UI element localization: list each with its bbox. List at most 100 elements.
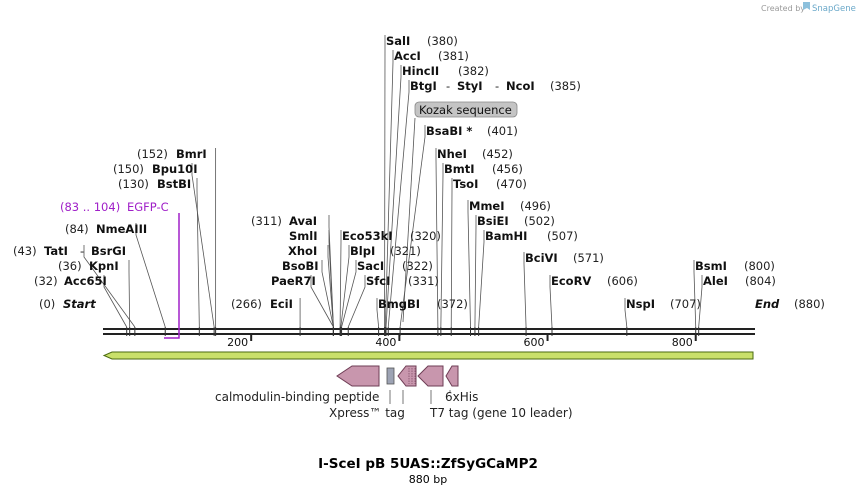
site-nspi-position: (707) xyxy=(670,297,701,311)
site-tati-position: (43) xyxy=(13,244,37,258)
cut-site-ticks xyxy=(126,327,700,336)
site-ecii-position: (266) xyxy=(231,297,262,311)
site-btgi-extra-0[interactable]: StyI xyxy=(457,79,483,93)
site-leader-lines xyxy=(83,35,703,328)
feature-box[interactable] xyxy=(386,367,395,385)
site-blpi-name[interactable]: BlpI xyxy=(350,244,375,258)
egfp-c-range[interactable]: (83 .. 104) xyxy=(60,200,120,214)
site-nhei-position: (452) xyxy=(482,147,513,161)
site-kpni-position: (36) xyxy=(58,259,82,273)
end-label: End xyxy=(755,297,780,311)
egfp-c-marker[interactable] xyxy=(164,213,180,339)
site-acc65i-position: (32) xyxy=(34,274,58,288)
site-tati-leader xyxy=(83,245,136,328)
site-bcivi-name[interactable]: BciVI xyxy=(525,251,558,265)
site-saci-position: (322) xyxy=(402,259,433,273)
site-bsobi-leader xyxy=(321,260,334,328)
site-bpu10i-leader xyxy=(191,163,215,328)
site-acc65i-leader xyxy=(103,275,128,328)
site-sali-position: (380) xyxy=(427,34,458,48)
calmodulin-binding-peptide-arrow[interactable] xyxy=(336,365,380,387)
site-saci-leader xyxy=(341,260,357,328)
start-position: (0) xyxy=(39,297,55,311)
site-hincii-position: (382) xyxy=(458,64,489,78)
site-separator: - xyxy=(80,244,84,258)
site-bsabi-name[interactable]: BsaBI * xyxy=(426,124,472,138)
site-bamhi-name[interactable]: BamHI xyxy=(485,229,527,243)
site-bmgbi-leader xyxy=(376,298,380,328)
site-eco53ki-position: (320) xyxy=(410,229,441,243)
t7-tag-label[interactable]: T7 tag (gene 10 leader) xyxy=(429,406,573,420)
site-xhoi-name[interactable]: XhoI xyxy=(288,244,317,258)
site-acci-leader xyxy=(384,50,394,328)
sequence-length: 880 bp xyxy=(409,473,447,486)
site-nhei-leader xyxy=(435,148,439,328)
site-tsoi-name[interactable]: TsoI xyxy=(453,177,478,191)
kozak-sequence-label: Kozak sequence xyxy=(419,103,512,117)
t7-tag-arrow[interactable] xyxy=(417,365,444,387)
site-bsobi-name[interactable]: BsoBI xyxy=(282,259,319,273)
site-bsiei-name[interactable]: BsiEI xyxy=(477,214,509,228)
site-saci-name[interactable]: SacI xyxy=(357,259,384,273)
site-bcivi-leader xyxy=(523,252,527,328)
site-nhei-name[interactable]: NheI xyxy=(437,147,467,161)
scale-tick-label: 800 xyxy=(672,336,693,349)
backbone xyxy=(103,328,755,335)
site-bamhi-position: (507) xyxy=(547,229,578,243)
site-bsmi-name[interactable]: BsmI xyxy=(695,259,727,273)
site-bmti-name[interactable]: BmtI xyxy=(444,162,475,176)
scale-tick-label: 600 xyxy=(524,336,545,349)
site-tati-name[interactable]: TatI xyxy=(44,244,68,258)
site-bmti-leader xyxy=(440,163,444,328)
6xhis-label[interactable]: 6xHis xyxy=(445,390,478,404)
site-sfci-position: (331) xyxy=(408,274,439,288)
site-bsmi-position: (800) xyxy=(744,259,775,273)
site-sfci-name[interactable]: SfcI xyxy=(366,274,390,288)
feature-label-leaders xyxy=(389,390,451,404)
site-tati-extra-0[interactable]: BsrGI xyxy=(91,244,126,258)
site-btgi-leader xyxy=(387,80,410,328)
site-btgi-name[interactable]: BtgI xyxy=(410,79,437,93)
site-nmeaiii-name[interactable]: NmeAIII xyxy=(96,222,147,236)
xpress-tag-label[interactable]: Xpress™ tag xyxy=(329,406,405,420)
site-bsabi-position: (401) xyxy=(487,124,518,138)
site-bmti-position: (456) xyxy=(492,162,523,176)
site-paer7i-name[interactable]: PaeR7I xyxy=(271,274,316,288)
site-ecii-name[interactable]: EciI xyxy=(270,297,293,311)
site-smli-name[interactable]: SmlI xyxy=(289,229,318,243)
site-hincii-name[interactable]: HincII xyxy=(402,64,439,78)
site-sali-name[interactable]: SalI xyxy=(386,34,410,48)
site-acci-name[interactable]: AccI xyxy=(394,49,421,63)
kozak-sequence-feature[interactable]: Kozak sequence xyxy=(402,101,518,323)
site-paer7i-leader xyxy=(310,275,334,328)
site-nspi-name[interactable]: NspI xyxy=(626,297,655,311)
site-aval-position: (311) xyxy=(251,214,282,228)
site-eco53ki-name[interactable]: Eco53kI xyxy=(342,229,393,243)
site-tsoi-position: (470) xyxy=(496,177,527,191)
site-ecorv-name[interactable]: EcoRV xyxy=(551,274,591,288)
egfp-c-label[interactable]: EGFP-C xyxy=(127,200,169,214)
site-tsoi-leader xyxy=(450,178,453,328)
site-alei-name[interactable]: AleI xyxy=(703,274,728,288)
orf-arrow[interactable] xyxy=(102,351,754,360)
site-bmri-name[interactable]: BmrI xyxy=(176,147,207,161)
site-ecorv-leader xyxy=(549,275,553,328)
calmodulin-binding-peptide-label[interactable]: calmodulin-binding peptide xyxy=(215,390,379,404)
site-kpni-name[interactable]: KpnI xyxy=(89,259,119,273)
site-bstbi-name[interactable]: BstBI xyxy=(157,177,191,191)
6xhis-arrow[interactable] xyxy=(445,365,459,387)
site-bpu10i-position: (150) xyxy=(113,162,144,176)
site-acc65i-name[interactable]: Acc65I xyxy=(64,274,107,288)
site-alei-leader xyxy=(698,275,703,328)
site-aval-name[interactable]: AvaI xyxy=(289,214,317,228)
site-mmei-name[interactable]: MmeI xyxy=(469,199,505,213)
site-nspi-leader xyxy=(624,298,628,328)
scale-tick-label: 400 xyxy=(375,336,396,349)
site-kpni-leader xyxy=(128,260,131,328)
site-acci-position: (381) xyxy=(438,49,469,63)
xpress-tag-arrow[interactable] xyxy=(397,365,417,387)
site-bmgbi-name[interactable]: BmgBI xyxy=(378,297,420,311)
site-btgi-extra-1[interactable]: NcoI xyxy=(506,79,535,93)
site-bpu10i-name[interactable]: Bpu10I xyxy=(152,162,197,176)
